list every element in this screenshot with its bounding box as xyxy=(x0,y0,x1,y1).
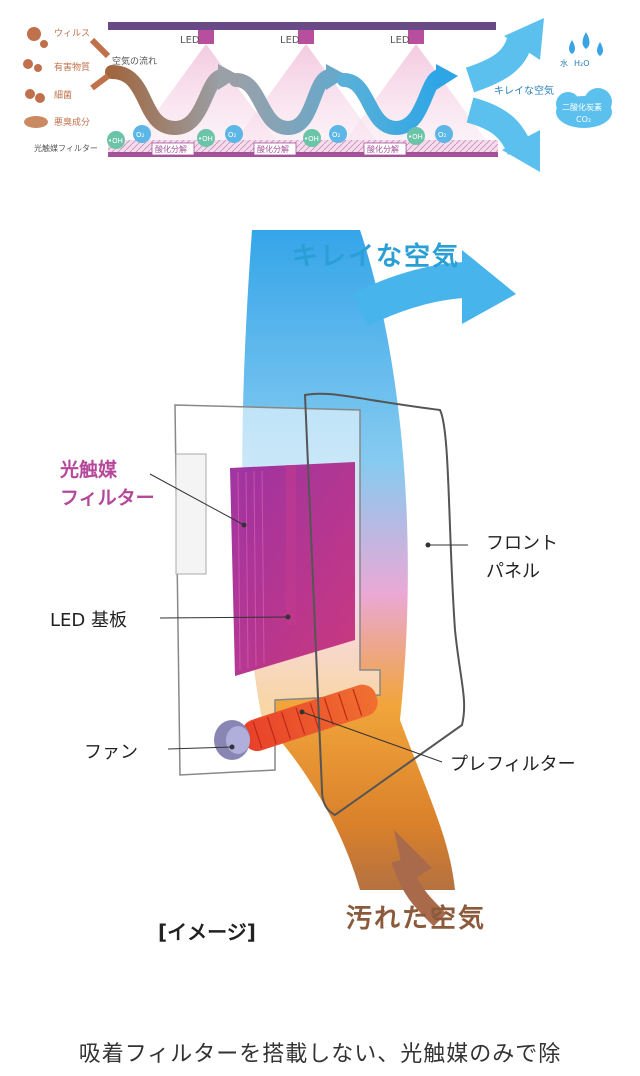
photocatalyst-filter-label: 光触媒 フィルター xyxy=(60,459,155,509)
front-panel xyxy=(303,392,466,817)
image-note: [イメージ] xyxy=(158,920,256,944)
filter-base xyxy=(108,152,498,157)
pollutant-label-4: 悪臭成分 xyxy=(54,116,90,128)
led-board xyxy=(286,465,296,625)
led-board-label: LED 基板 xyxy=(50,610,127,631)
decomposition-tag-2 xyxy=(253,142,297,156)
oh-marker-2 xyxy=(197,129,215,147)
airflow-wave-1 xyxy=(105,65,229,136)
intake-arrow-1 xyxy=(89,37,111,59)
airflow-wave-3 xyxy=(337,69,447,136)
side-vent xyxy=(175,453,207,575)
oh-marker-4 xyxy=(407,127,425,145)
clean-air-arrow xyxy=(351,262,471,327)
oh-marker-1 xyxy=(107,131,125,149)
co2-formula: CO₂ xyxy=(576,115,591,124)
pollutant-label-1: ウィルス xyxy=(54,28,90,39)
o2-marker-4 xyxy=(435,125,453,143)
water-label: 水 xyxy=(560,58,568,68)
water-drop-icon xyxy=(569,32,603,56)
fan-label: ファン xyxy=(84,742,138,763)
leader-led xyxy=(159,616,289,619)
svg-text:酸化分解: 酸化分解 xyxy=(155,144,187,154)
photocatalyst-process-diagram: LED LED LED キレイな空気 水 H₂O 二酸化炭素 CO₂ ウィルス … xyxy=(23,18,612,172)
page-caption: 吸着フィルターを搭載しない、光触媒のみで除 xyxy=(78,1042,562,1067)
airflow-label: 空気の流れ xyxy=(112,55,157,67)
leader-prefilter xyxy=(301,711,443,763)
led-mount-bar xyxy=(108,22,496,30)
o2-marker-3 xyxy=(329,125,347,143)
svg-text:•OH: •OH xyxy=(198,135,213,143)
decomposition-tag-1 xyxy=(151,142,195,156)
pollutant-odor-icon xyxy=(24,116,48,128)
water-formula: H₂O xyxy=(574,59,590,68)
purifier-cutaway-diagram xyxy=(149,230,516,927)
svg-text:O₂: O₂ xyxy=(136,131,145,139)
svg-text:•OH: •OH xyxy=(108,137,123,145)
decomposition-tag-3 xyxy=(363,142,407,156)
clean-air-title: キレイな空気 xyxy=(292,242,461,272)
co2-cloud-icon xyxy=(556,88,612,128)
led-label-2: LED xyxy=(280,35,300,46)
clean-air-label-small: キレイな空気 xyxy=(494,84,554,97)
pollutant-virus-icon xyxy=(27,27,48,48)
pollutant-label-2: 有害物質 xyxy=(54,61,90,73)
svg-text:•OH: •OH xyxy=(304,135,319,143)
svg-text:O₂: O₂ xyxy=(438,131,447,139)
led-label-3: LED xyxy=(390,35,410,46)
svg-text:O₂: O₂ xyxy=(332,131,341,139)
svg-text:•OH: •OH xyxy=(408,133,423,141)
clean-air-arrow-up xyxy=(465,36,533,93)
leader-photocatalyst xyxy=(149,473,245,526)
o2-marker-2 xyxy=(225,125,243,143)
prefilter-label: プレフィルター xyxy=(450,754,576,775)
prefilter-cylinder xyxy=(241,684,378,752)
led-label-1: LED xyxy=(180,35,200,46)
svg-text:酸化分解: 酸化分解 xyxy=(257,144,289,154)
svg-text:O₂: O₂ xyxy=(228,131,237,139)
intake-arrow-2 xyxy=(90,73,110,91)
pollutant-bacteria-icon xyxy=(25,89,45,103)
filter-label: 光触媒フィルター xyxy=(34,143,98,153)
front-panel-label: フロント パネル xyxy=(486,533,558,582)
pollutant-harmful-icon xyxy=(23,59,42,72)
pollutant-label-3: 細菌 xyxy=(54,89,72,101)
o2-marker-1 xyxy=(133,125,151,143)
fan-icon xyxy=(214,720,250,760)
svg-text:酸化分解: 酸化分解 xyxy=(367,144,399,154)
oh-marker-3 xyxy=(303,129,321,147)
co2-label: 二酸化炭素 xyxy=(562,102,602,112)
airflow-wave-2 xyxy=(229,69,337,136)
dirty-air-title: 汚れた空気 xyxy=(346,904,487,934)
leader-fan xyxy=(167,746,233,750)
